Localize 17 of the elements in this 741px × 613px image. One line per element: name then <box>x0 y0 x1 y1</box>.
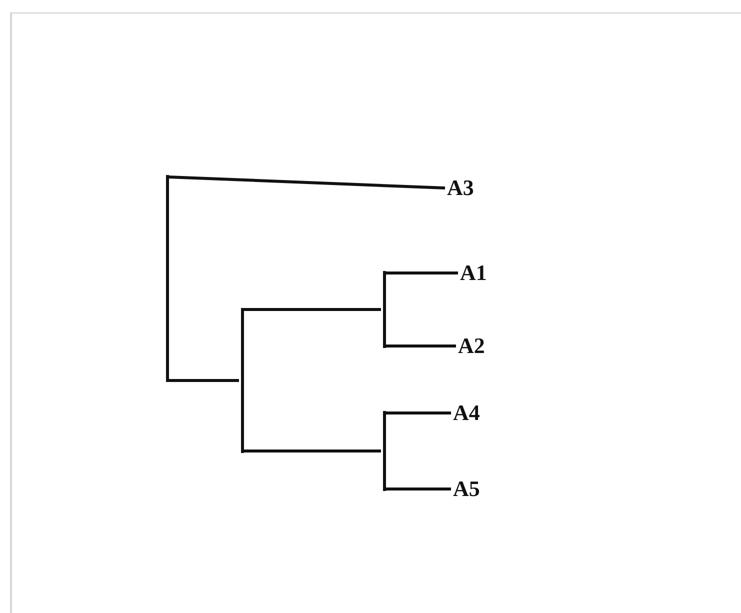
tree-branch <box>386 488 451 490</box>
tree-branch <box>244 450 381 452</box>
tree-branch <box>386 344 456 348</box>
branch-junction <box>383 411 386 491</box>
leaf-label: A1 <box>460 261 487 285</box>
tree-branch <box>386 412 451 414</box>
leaf-label: A4 <box>453 401 480 425</box>
tree-branch <box>169 379 239 382</box>
branch-junction <box>383 271 386 348</box>
branch-junction <box>241 308 244 453</box>
tree-branch <box>244 308 381 311</box>
tree-branch <box>386 272 458 274</box>
branch-junction <box>166 175 169 382</box>
leaf-label: A5 <box>453 477 480 501</box>
leaf-label: A3 <box>447 176 474 200</box>
leaf-label: A2 <box>458 334 485 358</box>
tree-branch <box>168 176 446 190</box>
